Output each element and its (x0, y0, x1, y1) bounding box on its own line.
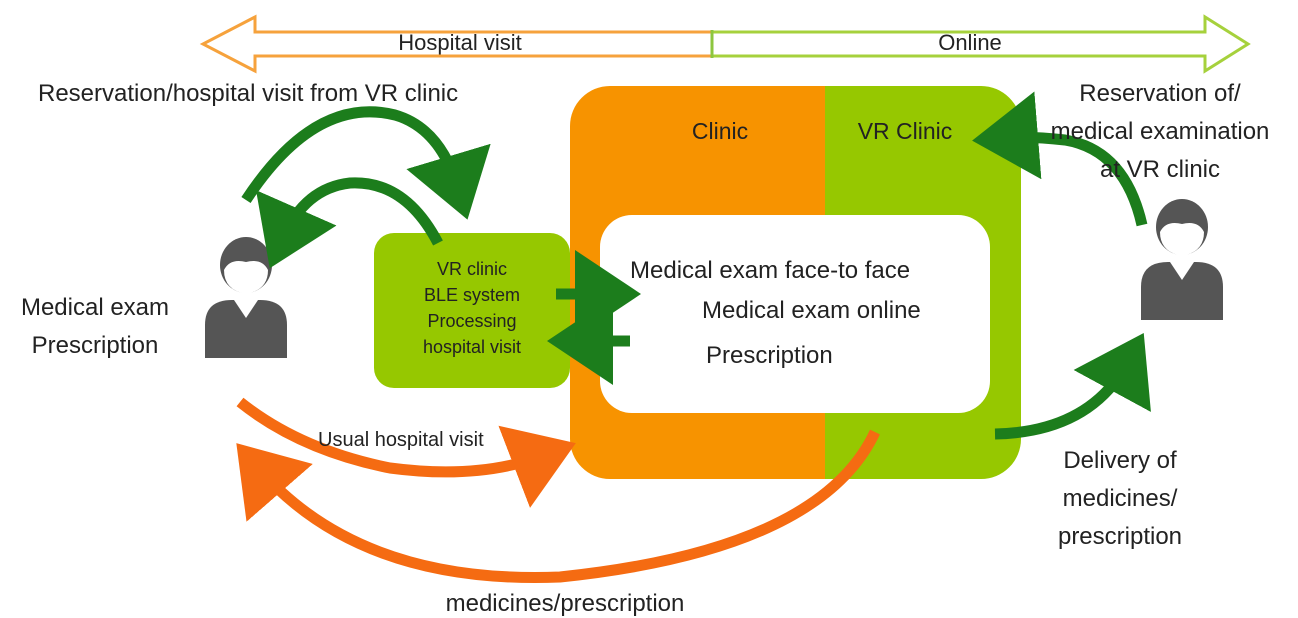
top-timeline-arrow (199, 14, 1251, 74)
usual-hospital-visit-label: Usual hospital visit (318, 429, 484, 451)
prescription-left-label: Prescription (31, 332, 159, 359)
arrow-usual-hospital-visit (236, 397, 576, 508)
reservation-hospital-visit-label: Reservation/hospital visit from VR clini… (38, 80, 459, 107)
services-box (600, 215, 990, 413)
medicines-prescription-label: medicines/prescription (445, 590, 685, 617)
arrow-ble-to-patient (256, 177, 443, 269)
exam-online-label: Medical exam online (702, 297, 921, 324)
hospital-visit-arrow-half (199, 14, 712, 74)
prescription-right-label: prescription (1057, 523, 1183, 550)
ble-line-4: hospital visit (422, 337, 522, 357)
patient-right-icon (1141, 196, 1223, 320)
vr-clinic-label: VR Clinic (857, 118, 953, 144)
hospital-visit-label: Hospital visit (398, 30, 522, 55)
reservation-of-label: Reservation of/ (1079, 80, 1241, 107)
medicines-label: medicines/ (1062, 485, 1178, 512)
medical-examination-label: medical examination (1050, 118, 1270, 145)
online-arrow-half (712, 14, 1251, 74)
at-vr-clinic-label: at VR clinic (1099, 156, 1221, 183)
ble-line-2: BLE system (423, 285, 521, 305)
arrow-medicines-prescription-return (236, 429, 880, 583)
prescription-center-label: Prescription (706, 342, 833, 369)
medical-exam-label: Medical exam (20, 294, 170, 321)
ble-line-1: VR clinic (436, 259, 507, 279)
arrow-delivery-to-patient (994, 333, 1151, 440)
online-label: Online (938, 30, 1002, 55)
clinic-label: Clinic (691, 118, 749, 144)
patient-left-icon (205, 234, 287, 358)
ble-system-box (374, 233, 570, 388)
exam-face-to-face-label: Medical exam face-to face (630, 257, 911, 284)
delivery-of-label: Delivery of (1063, 447, 1177, 474)
arrow-patient-to-ble (241, 106, 491, 220)
arrow-patient-to-vr-clinic (972, 91, 1148, 227)
ble-line-3: Processing (427, 311, 517, 331)
